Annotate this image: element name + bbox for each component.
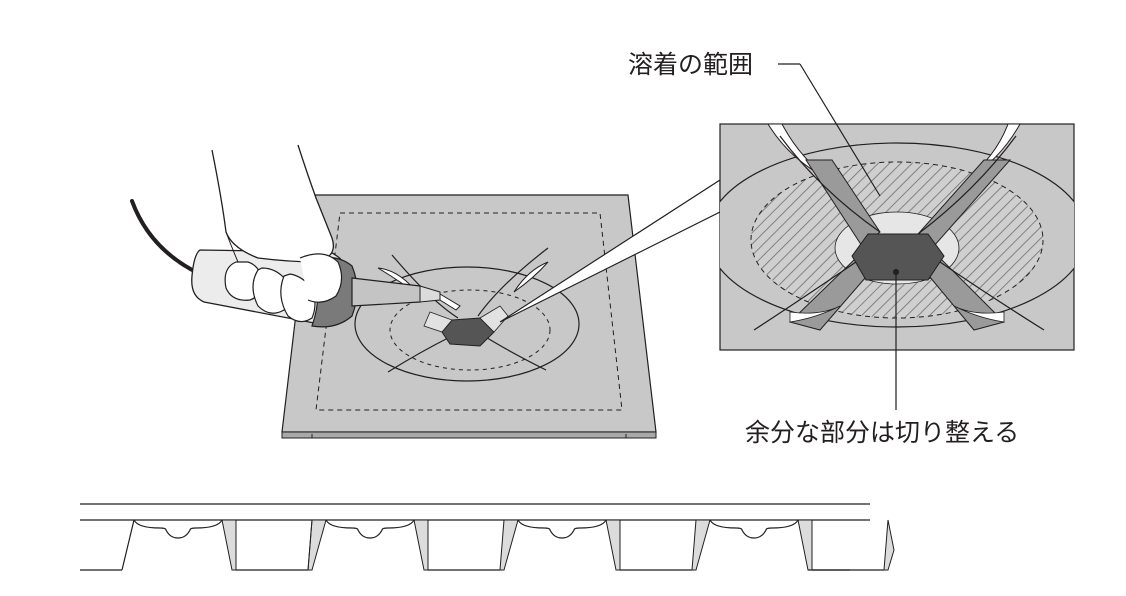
- hand-icon: [211, 144, 343, 323]
- profile-unit: [133, 519, 327, 571]
- cross-slit: [377, 247, 549, 373]
- profile-unit: [709, 519, 895, 571]
- profile-unit: [517, 519, 711, 571]
- cross-section-profile: [80, 503, 895, 571]
- profile-unit: [325, 519, 519, 571]
- trim-excess-label: 余分な部分は切り整える: [745, 418, 1020, 447]
- leader-weld-range: [778, 63, 881, 197]
- weld-range-label: 溶着の範囲: [628, 50, 754, 79]
- leader-trim: [893, 269, 899, 410]
- zoom-inset: [719, 123, 1075, 351]
